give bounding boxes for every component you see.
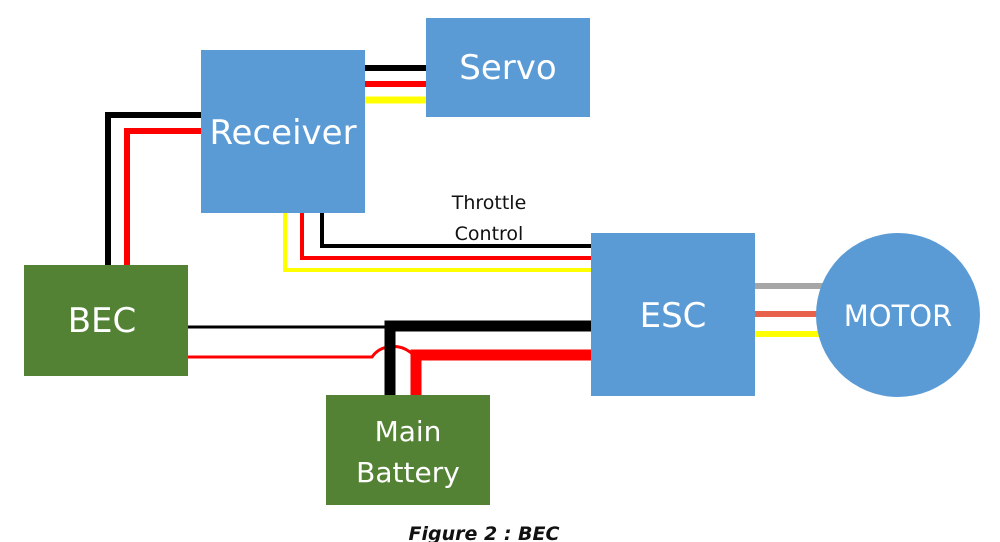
bec-block[interactable]: BEC xyxy=(24,265,188,376)
wire-battery-esc-red xyxy=(410,349,599,401)
wire-throttle-black xyxy=(320,212,592,248)
motor-block[interactable]: MOTOR xyxy=(816,233,980,397)
bec-label: BEC xyxy=(68,301,137,341)
battery-block[interactable]: Main Battery xyxy=(326,395,490,505)
wire-throttle-red xyxy=(300,212,592,260)
esc-label: ESC xyxy=(640,296,707,336)
wire-bec-receiver-red xyxy=(124,128,205,268)
motor-label: MOTOR xyxy=(844,299,953,333)
servo-label: Servo xyxy=(459,48,556,88)
esc-block[interactable]: ESC xyxy=(591,233,755,396)
receiver-label: Receiver xyxy=(209,113,356,153)
throttle-label-line2: Control xyxy=(455,223,524,245)
wire-battery-esc-black xyxy=(384,320,599,401)
battery-label-line2: Battery xyxy=(356,456,460,489)
receiver-block[interactable]: Receiver xyxy=(201,50,365,213)
figure-caption: Figure 2 : BEC xyxy=(409,523,560,542)
wire-bec-receiver-black xyxy=(105,112,205,268)
wire-bec-esc-red xyxy=(188,344,417,359)
battery-label-line1: Main xyxy=(375,415,442,448)
wire-throttle-yellow xyxy=(283,212,592,272)
throttle-label-line1: Throttle xyxy=(451,192,527,214)
servo-block[interactable]: Servo xyxy=(426,18,590,117)
